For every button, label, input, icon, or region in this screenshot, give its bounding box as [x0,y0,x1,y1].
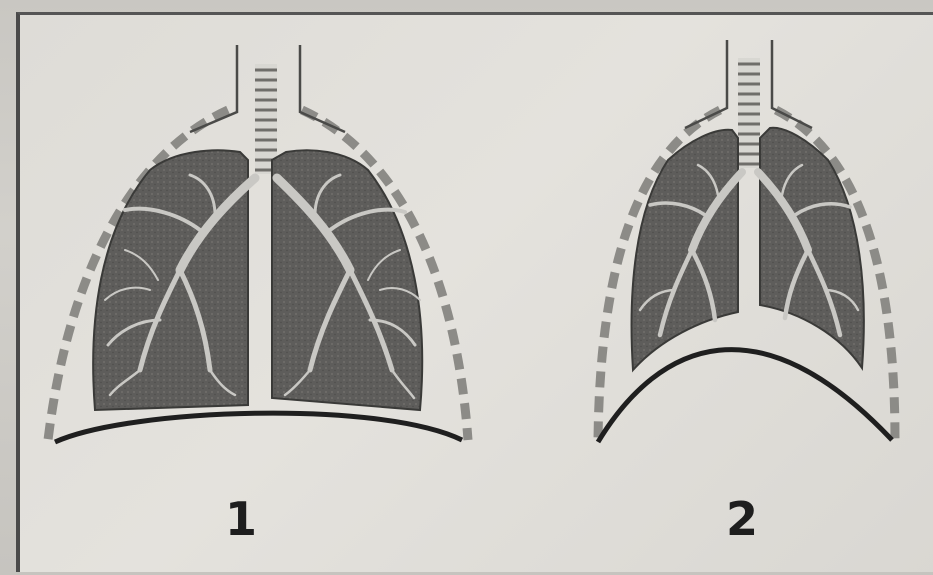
panel-1-lungs [48,45,468,442]
panel-2-right-lung [760,128,864,368]
panel-1-left-lung [93,150,248,410]
panel-2-trachea [738,58,760,168]
panel-1-label: 1 [225,496,257,542]
panel-2-diaphragm [598,350,892,442]
panel-2-lungs [598,40,895,442]
panel-2-label: 2 [726,496,758,542]
panel-1-diaphragm [55,413,462,442]
panel-2-left-lung [632,130,738,370]
panel-1-trachea [255,64,277,174]
